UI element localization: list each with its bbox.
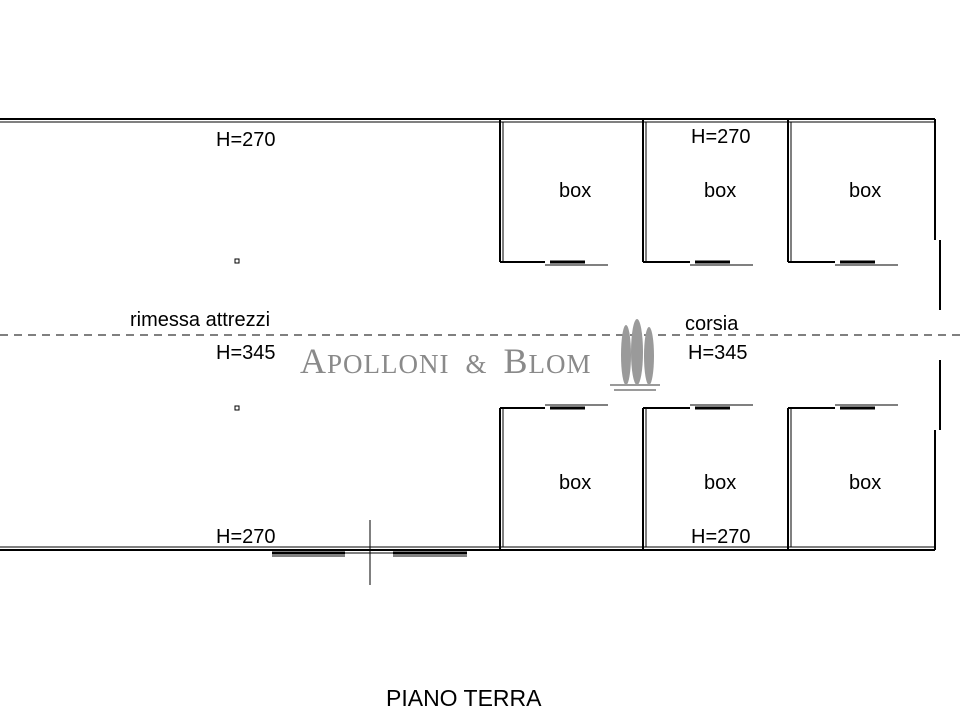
room-label-box: box [704,472,736,494]
outer-walls [0,118,941,551]
height-label: H=270 [691,126,751,148]
height-label: H=270 [216,526,276,548]
room-label-box: box [849,472,881,494]
room-label-box: box [559,180,591,202]
pillar-marker [234,258,240,264]
top-boxes [499,119,898,266]
watermark: APOLLONI & BLOM [300,319,660,391]
height-label: H=345 [216,342,276,364]
room-label-box: box [849,180,881,202]
main-entrance-doors [272,520,467,585]
room-label-box: box [704,180,736,202]
height-label: H=270 [691,526,751,548]
pillar-marker [234,405,240,411]
cypress-trees-logo [610,319,660,391]
height-label: H=270 [216,129,276,151]
plan-title: PIANO TERRA [386,685,542,711]
bottom-boxes [499,404,898,550]
room-label-main: rimessa attrezzi [130,309,270,331]
watermark-text: APOLLONI & BLOM [300,341,592,381]
room-label-corridor: corsia [685,313,739,335]
height-label: H=345 [688,342,748,364]
room-label-box: box [559,472,591,494]
